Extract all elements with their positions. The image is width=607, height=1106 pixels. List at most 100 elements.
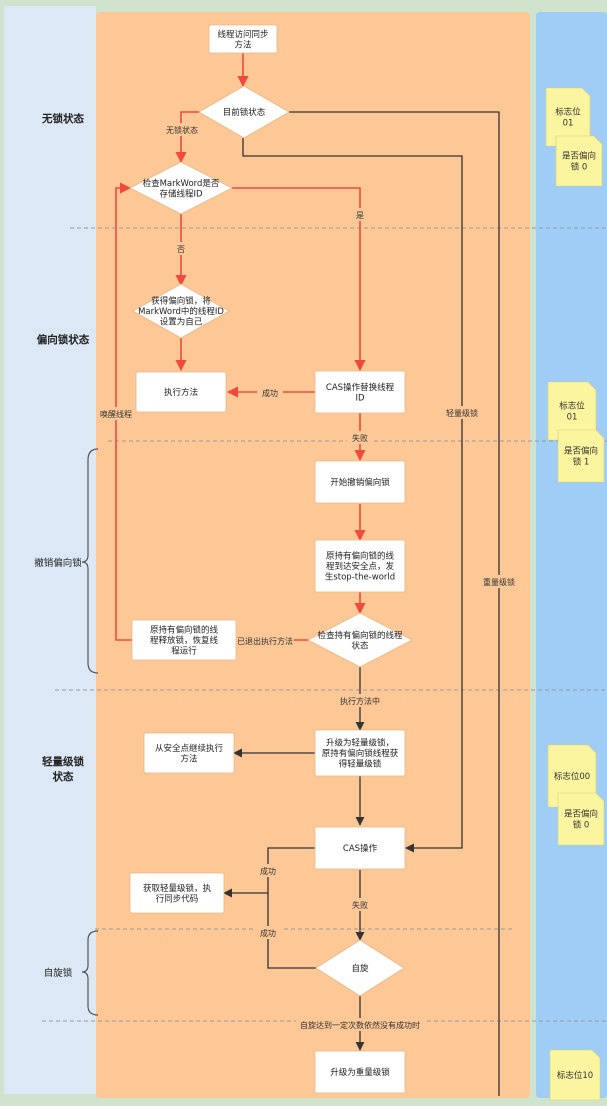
edge-check-cas1 xyxy=(232,187,366,372)
sticky-note2b-label: 是否偏向锁 1 xyxy=(564,446,598,468)
node-safepoint-shape xyxy=(314,539,406,593)
node-exec-shape xyxy=(135,371,227,413)
node-current-label: 目前锁状态 xyxy=(223,107,266,118)
node-upgradelight-shape xyxy=(314,729,406,777)
section-labels-small: 撤销偏向锁 自旋锁 xyxy=(34,557,82,979)
sticky-note1b: 是否偏向锁 0 xyxy=(555,135,603,187)
node-safepoint: 原持有偏向锁的线程到达安全点，发生stop-the-world xyxy=(314,539,406,593)
node-exec-label: 执行方法 xyxy=(164,387,198,398)
section-label-spin: 自旋锁 xyxy=(44,967,73,979)
node-revokestart-label: 开始撤销偏向锁 xyxy=(330,477,390,488)
node-cas2-shape xyxy=(314,826,406,870)
node-heavy-label: 升级为重量级锁 xyxy=(330,1067,390,1078)
node-current: 目前锁状态 xyxy=(198,85,290,139)
edge-label-heavy: 重量级锁 xyxy=(483,577,515,587)
node-start: 线程访问同步方法 xyxy=(208,24,278,54)
node-spin-label: 自旋 xyxy=(351,963,369,974)
edge-label-success2: 成功 xyxy=(260,866,276,876)
node-check-label: 检查MarkWord是否存储线程ID xyxy=(143,178,220,200)
node-continue-label: 从安全点继续执行方法 xyxy=(155,743,224,765)
edge-label-no: 否 xyxy=(177,245,185,254)
sticky-note4a: 标志位10 xyxy=(549,1049,601,1101)
section-label-lightweight: 轻量级锁 xyxy=(42,755,84,768)
node-start-shape xyxy=(208,24,278,54)
edge-label-yes: 是 xyxy=(356,211,364,220)
node-getlight-label: 获取轻量级锁，执行同步代码 xyxy=(143,883,212,905)
edge-spin-getlight xyxy=(267,893,316,969)
section-labels: 无锁状态 偏向锁状态 轻量级锁 xyxy=(37,112,90,768)
section-brackets xyxy=(81,448,99,1016)
node-revokestart: 开始撤销偏向锁 xyxy=(314,460,406,504)
sticky-note1a-paper xyxy=(545,87,591,147)
sticky-note2b-paper xyxy=(557,429,605,483)
node-spin: 自旋 xyxy=(315,939,405,997)
node-release-label: 原持有偏向锁的线程释放锁，恢复线程运行 xyxy=(150,625,219,657)
node-revokestart-shape xyxy=(314,460,406,504)
sticky-note1b-label: 是否偏向锁 0 xyxy=(562,151,596,173)
edge-label-fail2: 失败 xyxy=(352,900,368,910)
edge-current-heavy xyxy=(289,111,500,1096)
node-check: 检查MarkWord是否存储线程ID xyxy=(129,161,233,215)
sticky-note3b-label: 是否偏向锁 0 xyxy=(564,809,598,831)
node-getlight-shape xyxy=(129,872,225,914)
edge-current-cas2-light xyxy=(242,138,463,853)
sticky-note3a-label: 标志位00 xyxy=(554,771,590,782)
edge-label-executing: 执行方法中 xyxy=(340,696,380,706)
sticky-note4a-label: 标志位10 xyxy=(557,1070,593,1081)
node-heavy-shape xyxy=(314,1050,406,1094)
sticky-note1b-paper xyxy=(555,135,603,187)
node-checkstate-shape xyxy=(307,612,413,668)
sticky-note3b-paper xyxy=(557,792,605,846)
node-getlight: 获取轻量级锁，执行同步代码 xyxy=(129,872,225,914)
node-check-shape xyxy=(129,161,233,215)
sticky-note4a-paper xyxy=(549,1049,601,1101)
edge-label-spinfail: 自旋达到一定次数依然没有成功时 xyxy=(300,1020,420,1030)
node-exec: 执行方法 xyxy=(135,371,227,413)
edge-label-success3: 成功 xyxy=(260,928,276,938)
section-label-no-lock: 无锁状态 xyxy=(41,112,84,125)
left-label-lane xyxy=(4,6,96,1094)
edge-label-wake: 唤醒线程 xyxy=(100,409,132,419)
node-checkstate-label: 检查持有偏向锁的线程状态 xyxy=(317,630,403,652)
node-current-shape xyxy=(198,85,290,139)
node-upgradelight-label: 升级为轻量级锁，原持有偏向锁线程获得轻量级锁 xyxy=(322,738,399,770)
node-upgradelight: 升级为轻量级锁，原持有偏向锁线程获得轻量级锁 xyxy=(314,729,406,777)
node-start-label: 线程访问同步方法 xyxy=(217,29,268,51)
section-label-biased: 偏向锁状态 xyxy=(37,333,90,346)
edge-label-nolock: 无锁状态 xyxy=(166,125,198,135)
node-acquire-shape xyxy=(132,283,230,339)
node-heavy: 升级为重量级锁 xyxy=(314,1050,406,1094)
edge-label-fail: 失败 xyxy=(352,433,368,443)
node-cas1-shape xyxy=(314,370,406,414)
main-lane xyxy=(96,12,530,1098)
node-safepoint-label: 原持有偏向锁的线程到达安全点，发生stop-the-world xyxy=(325,551,395,583)
node-cas2: CAS操作 xyxy=(314,826,406,870)
sticky-note3b: 是否偏向锁 0 xyxy=(557,792,605,846)
node-release-shape xyxy=(131,619,237,661)
edge-label-success: 成功 xyxy=(262,388,278,398)
node-checkstate: 检查持有偏向锁的线程状态 xyxy=(307,612,413,668)
node-cas2-label: CAS操作 xyxy=(343,843,378,854)
section-label-revoke: 撤销偏向锁 xyxy=(34,557,82,569)
sticky-note3a: 标志位00 xyxy=(547,744,597,808)
sticky-note3a-paper xyxy=(547,744,597,808)
node-continue: 从安全点继续执行方法 xyxy=(143,732,235,774)
node-release: 原持有偏向锁的线程释放锁，恢复线程运行 xyxy=(131,619,237,661)
sticky-note2b: 是否偏向锁 1 xyxy=(557,429,605,483)
section-label-lightweight-2: 状态 xyxy=(53,770,74,783)
edge-label-light: 轻量级锁 xyxy=(446,408,478,418)
node-spin-shape xyxy=(315,939,405,997)
edge-labels: 无锁状态 是 否 成功 失败 唤醒线程 已退出执行方法 执行方法中 轻量级锁 重… xyxy=(97,123,518,1031)
edge-label-exited: 已退出执行方法 xyxy=(237,636,293,646)
node-continue-shape xyxy=(143,732,235,774)
